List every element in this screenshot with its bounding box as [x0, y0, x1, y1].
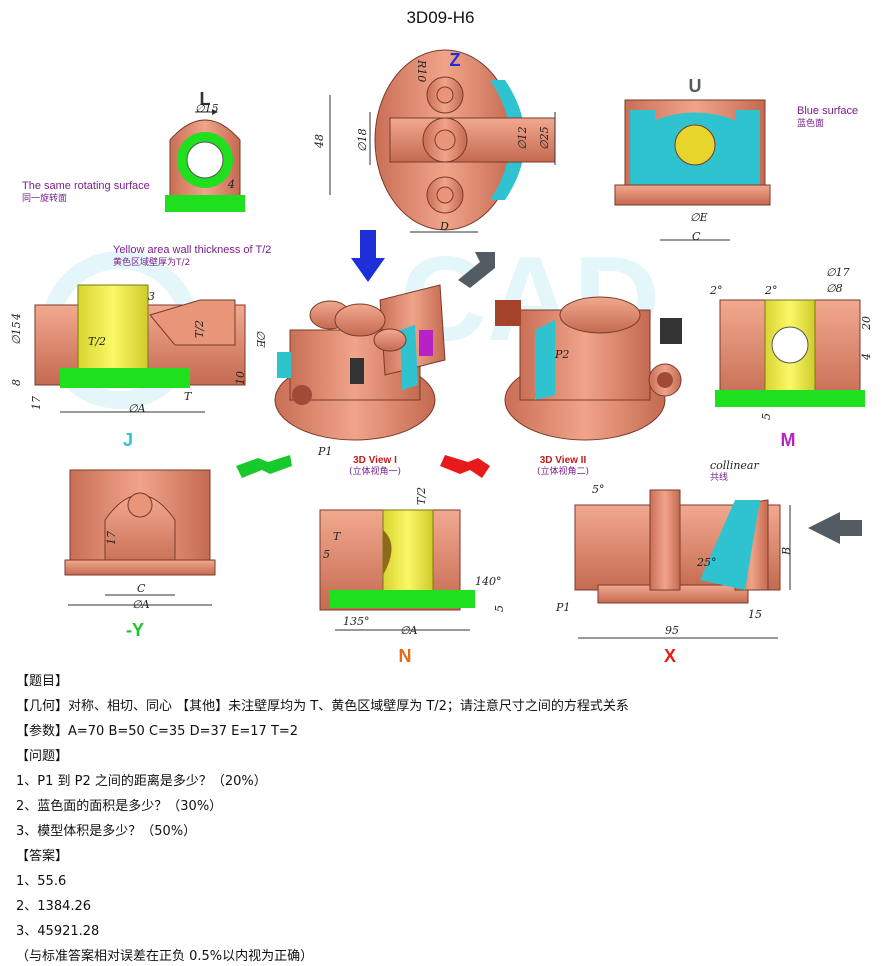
point-p1-x: P1: [555, 601, 570, 614]
question-3: 3、模型体积是多少？（50%）: [16, 824, 197, 839]
label-3d-view-I-cn: (立体视角一): [349, 465, 401, 477]
dim-2deg-a: 2°: [709, 284, 723, 297]
dim-d15-J: ∅15: [10, 321, 23, 345]
answer-1: 1、55.6: [16, 874, 67, 889]
dim-C-negY: C: [137, 582, 146, 595]
dim-48: 48: [313, 134, 326, 149]
note-yellow-wall-cn: 黄色区域壁厚为T/2: [113, 256, 190, 268]
dim-2deg-b: 2°: [764, 284, 778, 297]
params-line: 【参数】A=70 B=50 C=35 D=37 E=17 T=2: [16, 724, 299, 739]
view-U: [614, 99, 771, 241]
label-3d-view-I: 3D View I: [353, 455, 397, 466]
dim-dE-U: ∅E: [690, 211, 708, 224]
view-N: [319, 509, 475, 631]
label-3d-view-II-cn: (立体视角二): [537, 465, 589, 477]
dim-T2-J: T/2: [88, 335, 106, 348]
dim-d8-M: ∅8: [826, 282, 843, 295]
question-1: 1、P1 到 P2 之间的距离是多少？（20%）: [16, 774, 267, 789]
note-same-surface: The same rotating surface: [22, 180, 150, 192]
view-3d-I: [236, 230, 495, 478]
dim-4-L: 4: [227, 178, 235, 191]
view-X: [574, 489, 862, 639]
label-view-M: M: [781, 430, 796, 450]
label-3d-view-II: 3D View II: [540, 455, 587, 466]
dim-d15-L: ∅15: [195, 102, 219, 115]
label-view-N: N: [399, 646, 412, 666]
answer-3: 3、45921.28: [16, 924, 100, 939]
dim-17-J: 17: [30, 396, 43, 410]
view-negY: [64, 469, 216, 606]
note-collinear: collinear: [710, 459, 759, 472]
view-M: [715, 299, 865, 407]
dim-20-M: 20: [860, 316, 873, 331]
dim-4-M: 4: [860, 353, 873, 361]
dim-T-N: T: [333, 530, 342, 543]
dim-d25: ∅25: [538, 126, 551, 150]
footnote: （与标准答案相对误差在正负 0.5%以内视为正确）: [16, 949, 314, 964]
dim-C-U: C: [692, 230, 701, 243]
dim-T2-N: T/2: [415, 487, 428, 505]
dim-5deg-X: 5°: [592, 483, 605, 496]
point-p2: P2: [554, 348, 569, 361]
dim-d18: ∅18: [356, 128, 369, 152]
dim-r10: R10: [415, 59, 428, 82]
dim-5-N2: 5: [493, 605, 506, 612]
note-yellow-wall: Yellow area wall thickness of T/2: [113, 244, 271, 256]
geometry-line: 【几何】对称、相切、同心 【其他】未注壁厚均为 T、黄色区域壁厚为 T/2；请注…: [16, 699, 629, 714]
view-Z: [329, 49, 556, 233]
dim-15-X: 15: [748, 608, 762, 621]
drawing-title: 3D09-H6: [406, 8, 475, 27]
dim-T-J: T: [184, 390, 193, 403]
heading-question: 【题目】: [16, 674, 69, 689]
dim-B-X: B: [780, 547, 793, 556]
dim-T2-J2: T/2: [193, 320, 206, 338]
dim-8-J: 8: [10, 379, 23, 386]
note-collinear-cn: 共线: [710, 471, 728, 483]
dim-d17-M: ∅17: [826, 266, 850, 279]
heading-answers: 【答案】: [16, 849, 69, 864]
dim-140-N: 140°: [475, 575, 502, 588]
dim-135-N: 135°: [343, 615, 370, 628]
label-view-L: L: [200, 89, 211, 109]
dim-d12: ∅12: [516, 126, 529, 150]
dim-10-J: 10: [234, 371, 247, 385]
label-view-negY: -Y: [126, 620, 144, 640]
view-L: [165, 109, 245, 212]
view-3d-II: [495, 296, 682, 441]
point-p1-3d: P1: [317, 445, 332, 458]
question-2: 2、蓝色面的面积是多少？（30%）: [16, 799, 223, 814]
dim-dA-J: ∅A: [128, 402, 146, 415]
label-view-U: U: [689, 76, 702, 96]
label-view-J: J: [123, 430, 133, 450]
heading-problems: 【问题】: [16, 749, 69, 764]
label-view-Z: Z: [450, 50, 461, 70]
answer-2: 2、1384.26: [16, 899, 92, 914]
note-blue-surface: Blue surface: [797, 105, 858, 117]
dim-dA-N: ∅A: [400, 624, 418, 637]
label-view-X: X: [664, 646, 676, 666]
dim-dE-J: ∅E: [254, 330, 267, 348]
dim-17-negY: 17: [105, 531, 118, 545]
dim-dA-negY: ∅A: [132, 598, 150, 611]
dim-5-N: 5: [323, 548, 330, 561]
dim-95-X: 95: [665, 624, 679, 637]
dim-4-J: 4: [10, 313, 23, 321]
note-same-surface-cn: 同一旋转面: [22, 192, 67, 204]
dim-3-J: 3: [148, 290, 155, 303]
note-blue-surface-cn: 蓝色面: [797, 117, 824, 129]
view-J: [34, 284, 246, 413]
dim-25deg-X: 25°: [696, 556, 717, 569]
dim-D: D: [439, 220, 449, 233]
dim-5-M: 5: [760, 413, 773, 420]
